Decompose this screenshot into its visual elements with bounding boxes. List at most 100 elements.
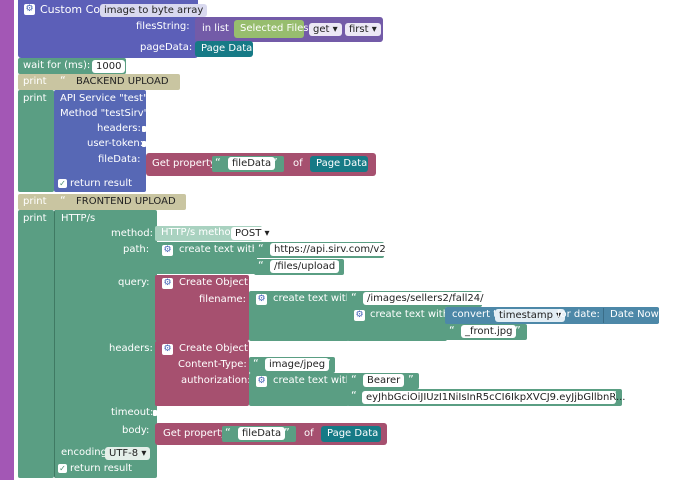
fn2-text-block[interactable]: “ _front.jpg ” <box>445 324 527 340</box>
custom-code-mode-dropdown[interactable]: image to byte array <box>100 4 208 17</box>
user-token-input-socket[interactable] <box>142 141 146 147</box>
print-http-block[interactable]: print <box>18 210 54 478</box>
gear-icon[interactable]: ⚙ <box>256 376 267 387</box>
date-now-block[interactable]: Date Now <box>603 308 659 323</box>
api-user-token-label: user-token: <box>87 138 144 149</box>
query-create-object-block[interactable]: ⚙ Create Object filename: <box>155 275 249 341</box>
content-type-field[interactable]: image/jpeg <box>265 358 330 371</box>
page-data-label: pageData: <box>140 42 193 53</box>
http-method-dropdown[interactable]: POST ▾ <box>231 227 274 240</box>
quote-close-icon: ” <box>182 74 188 87</box>
list-pos-dropdown[interactable]: first ▾ <box>345 23 381 36</box>
path1-text-block[interactable]: “ https://api.sirv.com/v2 ” <box>254 242 390 258</box>
quote-close-icon: ” <box>374 242 380 255</box>
quote-close-icon: ” <box>472 291 478 304</box>
quote-open-icon: “ <box>351 373 357 386</box>
create-text-label: create text with <box>370 309 450 320</box>
selected-files-block[interactable]: Selected Files <box>234 20 308 38</box>
fn1-text-block[interactable]: “ /images/sellers2/fall24/ ” <box>347 291 488 307</box>
custom-code-block[interactable]: ⚙ Custom Code image to byte array filesS… <box>18 0 208 58</box>
list-pos-value: first <box>349 24 369 35</box>
api-file-data-label: fileData: <box>98 154 141 165</box>
http-return-result-label: return result <box>70 463 133 474</box>
in-list-block[interactable]: in list Selected Files get ▾ first ▾ <box>195 17 383 42</box>
wait-label: wait for (ms): <box>23 60 91 71</box>
page-data-text: Page Data <box>201 43 253 54</box>
headers-create-object-block[interactable]: ⚙ Create Object Content-Type: authorizat… <box>155 341 251 406</box>
http-method-block[interactable]: HTTP/s method: POST ▾ <box>155 226 274 241</box>
selected-files-label: Selected Files <box>240 23 309 34</box>
content-type-text-block[interactable]: “ image/jpeg ” <box>249 357 335 373</box>
checkbox-icon[interactable]: ✓ <box>58 178 67 188</box>
file-data-field[interactable]: fileData <box>238 427 286 440</box>
token-text-block[interactable]: “ eyJhbGciOiJIUzI1NiIsInR5cCI6IkpXVCJ9.e… <box>347 389 625 406</box>
print-label: print <box>23 93 47 104</box>
wait-block[interactable]: wait for (ms): 1000 <box>18 58 126 74</box>
gear-icon[interactable]: ⚙ <box>354 310 365 321</box>
quote-open-icon: “ <box>449 324 455 337</box>
quote-close-icon: ” <box>188 194 194 207</box>
print-label: print <box>23 196 47 207</box>
file-data-text-block[interactable]: “ fileData ” <box>222 426 296 442</box>
gear-icon[interactable]: ⚙ <box>162 245 173 256</box>
filename-label: filename: <box>199 294 246 305</box>
path-create-text-block[interactable]: ⚙ create text with <box>155 242 258 274</box>
gear-icon[interactable]: ⚙ <box>162 278 173 289</box>
authorization-create-text-block[interactable]: ⚙ create text with <box>249 373 352 406</box>
print-frontend-block[interactable]: print “ FRONTEND UPLOAD ” <box>18 194 194 210</box>
of-label: of <box>293 158 303 169</box>
fn1-field[interactable]: /images/sellers2/fall24/ <box>363 292 488 305</box>
convert-to-label: convert to <box>452 309 504 320</box>
gear-icon[interactable]: ⚙ <box>256 294 267 305</box>
convert-to-block[interactable]: convert to timestamp ▾ for date: Date No… <box>445 307 659 324</box>
path2-field[interactable]: /files/upload <box>270 260 340 273</box>
file-data-text-block[interactable]: “ fileData ” <box>212 156 284 172</box>
print-backend-block[interactable]: print “ BACKEND UPLOAD ” <box>18 74 188 90</box>
http-body-label: body: <box>122 425 150 436</box>
gear-icon[interactable]: ⚙ <box>24 4 35 15</box>
headers-input-socket[interactable] <box>142 126 146 132</box>
quote-open-icon: “ <box>225 426 231 439</box>
page-data-block[interactable]: Page Data <box>321 426 381 442</box>
page-data-text: Page Data <box>327 428 379 439</box>
http-return-result[interactable]: ✓return result <box>58 462 132 476</box>
page-data-block[interactable]: Page Data <box>195 41 253 57</box>
file-data-field[interactable]: fileData <box>228 157 276 170</box>
filename-create-text-block[interactable]: ⚙ create text with <box>249 291 352 341</box>
quote-close-icon: ” <box>325 357 331 370</box>
quote-open-icon: “ <box>60 194 66 207</box>
quote-close-icon: ” <box>334 259 340 272</box>
timestamp-value: timestamp <box>499 310 553 321</box>
path2-text-block[interactable]: “ /files/upload ” <box>254 259 344 275</box>
checkbox-icon[interactable]: ✓ <box>58 463 67 473</box>
gear-icon[interactable]: ⚙ <box>162 344 173 355</box>
timestamp-dropdown[interactable]: timestamp ▾ <box>495 309 566 322</box>
get-property-block[interactable]: Get property “ fileData ” of Page Data <box>146 153 376 176</box>
nested-create-text-block[interactable]: ⚙ create text with <box>347 307 450 341</box>
print-label: print <box>23 76 47 87</box>
http-encoding-label: encoding: <box>61 447 111 458</box>
api-service-block[interactable]: API Service "test" Method "testSirv" hea… <box>54 90 148 192</box>
quote-close-icon: ” <box>408 373 414 386</box>
timeout-input-socket[interactable] <box>153 410 157 416</box>
api-return-result[interactable]: ✓return result <box>58 177 132 191</box>
print-api-block[interactable]: print <box>18 90 54 192</box>
list-op-dropdown[interactable]: get ▾ <box>309 23 342 36</box>
http-title: HTTP/s <box>61 213 96 224</box>
token-field[interactable]: eyJhbGciOiJIUzI1NiIsInR5cCI6IkpXVCJ9.eyJ… <box>362 391 625 404</box>
wait-value-field[interactable]: 1000 <box>92 60 126 73</box>
procedure-bar <box>0 0 14 480</box>
http-method-value: POST <box>235 228 262 239</box>
quote-open-icon: “ <box>258 259 264 272</box>
path1-field[interactable]: https://api.sirv.com/v2 <box>270 243 390 256</box>
encoding-dropdown[interactable]: UTF-8 ▾ <box>105 447 151 460</box>
of-label: of <box>304 428 314 439</box>
page-data-block[interactable]: Page Data <box>310 156 368 172</box>
http-block[interactable]: HTTP/s method: path: query: headers: tim… <box>54 210 157 478</box>
files-string-label: filesString: <box>136 21 190 32</box>
fn2-field[interactable]: _front.jpg <box>461 325 517 338</box>
list-op-value: get <box>313 24 330 35</box>
bearer-text-block[interactable]: “ Bearer ” <box>347 373 419 389</box>
body-get-property-block[interactable]: Get property “ fileData ” of Page Data <box>155 423 387 445</box>
bearer-field[interactable]: Bearer <box>363 374 405 387</box>
